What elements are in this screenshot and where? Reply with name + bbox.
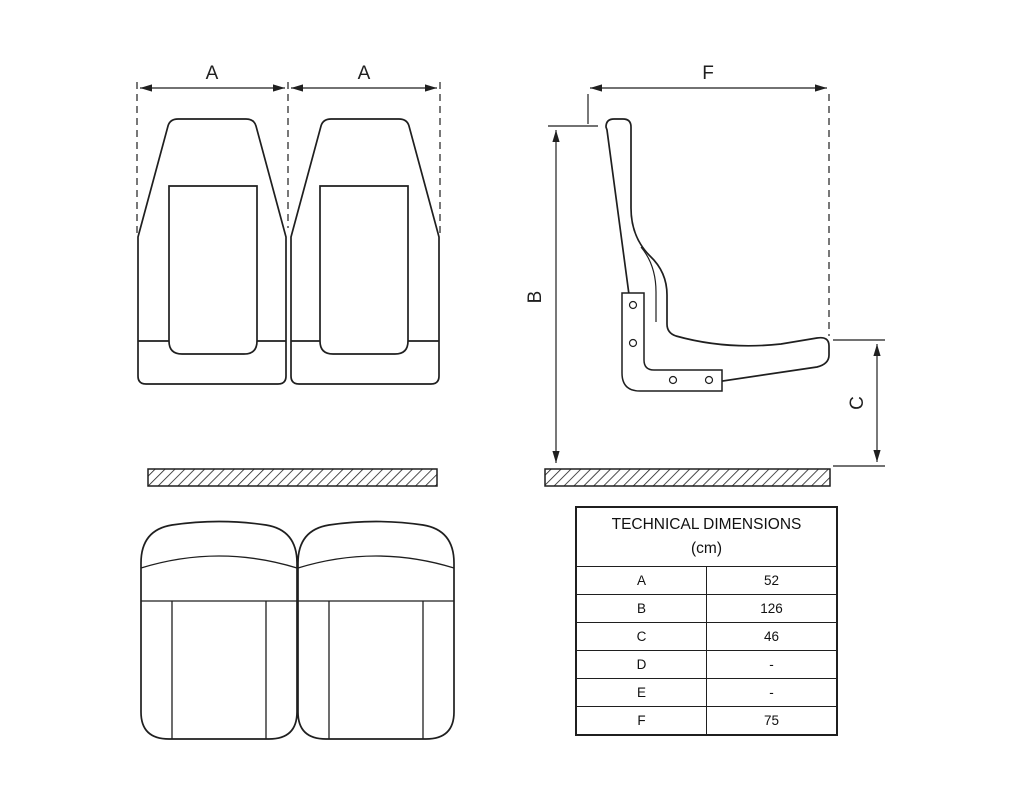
- side-view-dimensions: [548, 84, 885, 467]
- table-row: C 46: [575, 622, 838, 651]
- dim-label-f: F: [702, 63, 714, 84]
- dim-label-c: C: [847, 396, 868, 410]
- table-row: A 52: [575, 566, 838, 595]
- dim-label-a-right: A: [358, 63, 371, 84]
- backrest-inner-contour: [640, 246, 657, 322]
- dim-label-cell: E: [575, 678, 707, 707]
- side-view: [605, 118, 830, 392]
- dim-label-b: B: [525, 291, 546, 304]
- seat-left-back-panel: [168, 185, 258, 355]
- table-header-row: TECHNICAL DIMENSIONS (cm): [575, 506, 838, 567]
- top-view-seat-left-backrest-arc: [140, 555, 298, 569]
- bolt-hole: [628, 300, 638, 310]
- seat-left-outline: [137, 118, 287, 385]
- top-view-seat-right-bolster-seams: [328, 601, 424, 739]
- dim-value-cell: -: [706, 678, 838, 707]
- seat-right-outline: [290, 118, 440, 385]
- seat-right-back-panel: [319, 185, 409, 355]
- bolt-hole: [704, 375, 714, 385]
- dim-value-cell: 126: [706, 594, 838, 623]
- ground-hatch-right: [544, 468, 831, 487]
- table-row: F 75: [575, 706, 838, 736]
- top-view-seat-right-outline: [297, 520, 455, 740]
- top-view-seat-left-bolster-seams: [171, 601, 267, 739]
- dim-label-cell: B: [575, 594, 707, 623]
- dim-label-cell: C: [575, 622, 707, 651]
- bolt-hole: [628, 338, 638, 348]
- technical-dimensions-table: TECHNICAL DIMENSIONS (cm) A 52 B 126 C 4…: [575, 506, 838, 736]
- dim-value-cell: 52: [706, 566, 838, 595]
- table-row: B 126: [575, 594, 838, 623]
- table-row: D -: [575, 650, 838, 679]
- ground-hatch-left: [147, 468, 438, 487]
- dim-label-a-left: A: [206, 63, 219, 84]
- dim-value-cell: 46: [706, 622, 838, 651]
- table-title: TECHNICAL DIMENSIONS (cm): [575, 506, 838, 567]
- top-view-seat-right-backrest-arc: [297, 555, 455, 569]
- bolt-hole: [668, 375, 678, 385]
- front-view: [137, 118, 440, 385]
- dim-value-cell: 75: [706, 706, 838, 736]
- dim-label-cell: A: [575, 566, 707, 595]
- table-title-line1: TECHNICAL DIMENSIONS: [611, 515, 802, 533]
- top-view-seat-left-outline: [140, 520, 298, 740]
- dim-label-cell: F: [575, 706, 707, 736]
- top-view: [140, 520, 455, 740]
- front-view-dimensions: [136, 82, 441, 236]
- table-title-line2: (cm): [691, 540, 722, 557]
- table-row: E -: [575, 678, 838, 707]
- dim-value-cell: -: [706, 650, 838, 679]
- dim-label-cell: D: [575, 650, 707, 679]
